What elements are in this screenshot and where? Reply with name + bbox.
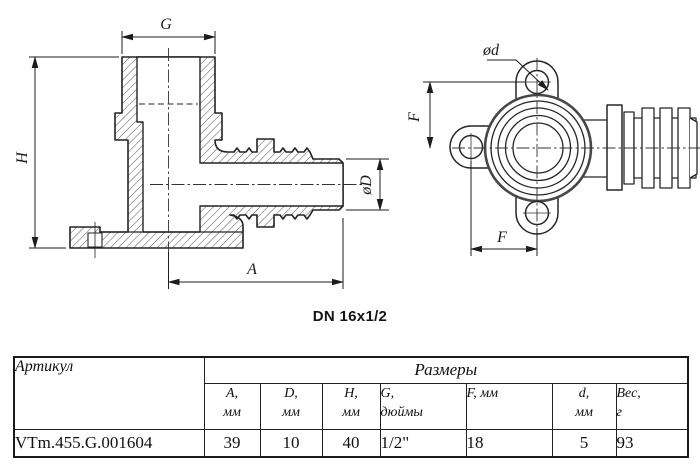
leader-od bbox=[487, 59, 549, 91]
dim-label-small-d: ød bbox=[482, 42, 500, 59]
fitting-body-section bbox=[69, 56, 344, 249]
dim-label-f-horizontal: F bbox=[496, 229, 507, 246]
dimension-a bbox=[167, 218, 344, 289]
cell-d-small: 5 bbox=[551, 428, 617, 458]
technical-drawing: G H øD A bbox=[14, 16, 700, 289]
sizes-header-cell: Размеры bbox=[203, 356, 689, 384]
dimension-od bbox=[346, 158, 389, 211]
col-header-weight: Вес, г bbox=[615, 382, 689, 430]
centerlines-left bbox=[150, 48, 362, 262]
col-header-g: G, дюймы bbox=[379, 382, 467, 430]
dim-label-h: H bbox=[14, 151, 31, 165]
cell-a: 39 bbox=[203, 428, 261, 458]
fitting-bore bbox=[136, 56, 344, 233]
dimension-h bbox=[29, 56, 119, 249]
table-row: VTm.455.G.001604 39 10 40 1/2" 18 5 93 bbox=[13, 428, 689, 458]
dimension-f-horizontal bbox=[470, 161, 538, 256]
cell-article: VTm.455.G.001604 bbox=[13, 428, 205, 458]
cell-h: 40 bbox=[321, 428, 381, 458]
cell-d-big: 10 bbox=[259, 428, 323, 458]
article-header-cell: Артикул bbox=[13, 356, 205, 430]
cell-f: 18 bbox=[465, 428, 553, 458]
dim-label-g: G bbox=[160, 16, 172, 33]
dn-caption: DN 16x1/2 bbox=[312, 308, 388, 325]
dimension-g bbox=[121, 31, 216, 54]
dim-label-f-vertical: F bbox=[406, 112, 423, 123]
size-table: Артикул Размеры A, мм D, мм H, мм G, дюй… bbox=[13, 356, 690, 458]
dim-label-od: øD bbox=[358, 175, 375, 196]
pipe-tail bbox=[577, 104, 698, 191]
cell-g: 1/2" bbox=[379, 428, 467, 458]
col-header-d-small: d, мм bbox=[551, 382, 617, 430]
col-header-h: H, мм bbox=[321, 382, 381, 430]
dim-label-a: A bbox=[246, 261, 257, 278]
dimension-f-vertical bbox=[423, 81, 524, 149]
cell-weight: 93 bbox=[615, 428, 689, 458]
col-header-f: F, мм bbox=[465, 382, 553, 430]
right-front-view: F F ød bbox=[406, 42, 700, 256]
col-header-d-big: D, мм bbox=[259, 382, 323, 430]
centerlines-right bbox=[452, 58, 700, 256]
col-header-a: A, мм bbox=[203, 382, 261, 430]
left-section-view: G H øD A bbox=[14, 16, 389, 289]
